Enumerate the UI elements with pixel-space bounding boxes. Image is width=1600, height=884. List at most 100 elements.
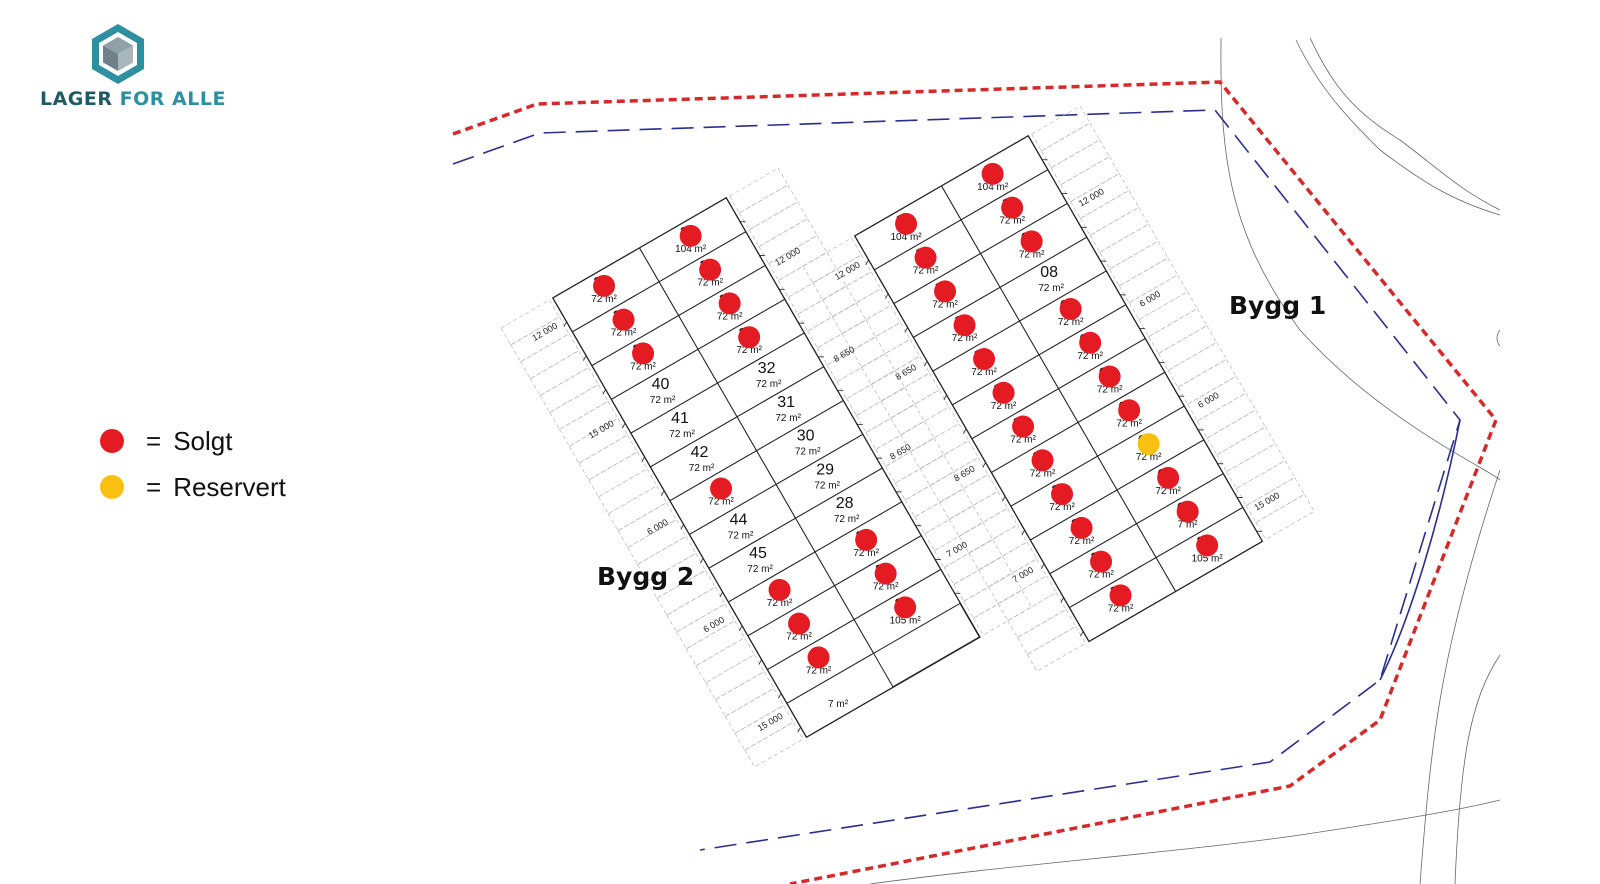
parking-bay <box>738 184 799 231</box>
parking-bay <box>846 370 906 417</box>
door-mark <box>1041 563 1045 569</box>
storage-unit[interactable]: 3572 m² <box>658 231 766 317</box>
unit-area: 72 m² <box>952 333 978 344</box>
parking-bay <box>890 389 950 436</box>
parking-bay <box>744 721 804 768</box>
door-mark <box>622 422 626 429</box>
parking-bay <box>894 454 955 501</box>
unit-area: 72 m² <box>708 497 734 508</box>
storage-unit[interactable]: 0972 m² <box>979 202 1088 289</box>
sold-marker <box>1001 196 1024 219</box>
legend-item-sold: = Solgt <box>100 418 286 464</box>
parking-bay <box>1206 409 1266 456</box>
sold-marker <box>768 578 791 601</box>
storage-unit[interactable]: 3772 m² <box>552 247 660 333</box>
parking-bay <box>510 316 570 363</box>
parking-bay <box>831 288 892 335</box>
storage-unit[interactable]: 4372 m² <box>669 449 777 536</box>
logo-word-alle: ALLE <box>172 88 226 110</box>
unit-area: 105 m² <box>1192 553 1224 564</box>
storage-unit[interactable]: 4772 m² <box>747 585 855 671</box>
legend-label-sold: Solgt <box>173 425 233 456</box>
dimension-label: 8 650 <box>888 442 913 462</box>
parking-bay <box>1017 609 1077 655</box>
storage-unit[interactable]: 1572 m² <box>912 286 1021 372</box>
logo-text: LAGER FOR ALLE <box>40 88 226 110</box>
sold-marker <box>1051 483 1074 506</box>
storage-unit[interactable]: 36104 m² <box>638 197 747 283</box>
parking-bay <box>822 271 882 318</box>
sold-marker <box>1012 415 1035 438</box>
reserved-dot-icon <box>100 475 124 499</box>
storage-unit[interactable]: 3872 m² <box>571 281 680 367</box>
sold-marker <box>632 342 655 365</box>
parking-bay <box>1026 625 1087 672</box>
parking-bay <box>978 541 1038 588</box>
dimension-label: 12 000 <box>530 321 559 343</box>
storage-unit[interactable]: 3972 m² <box>591 314 699 401</box>
storage-unit[interactable]: 25105 m² <box>853 568 961 654</box>
dimension-label: 6 000 <box>1196 390 1221 410</box>
unit-number: 42 <box>691 444 709 461</box>
storage-unit[interactable]: 0672 m² <box>1038 304 1146 390</box>
unit-number: 40 <box>652 376 670 393</box>
parking-bay <box>1255 493 1315 540</box>
storage-unit[interactable]: 0372 m² <box>1096 405 1205 491</box>
sold-marker <box>992 381 1015 404</box>
storage-unit[interactable]: 2272 m² <box>1049 523 1157 609</box>
parking-bay <box>520 333 580 380</box>
parking-grid <box>802 105 1315 672</box>
sold-marker <box>679 224 702 247</box>
storage-unit[interactable]: 24105 m² <box>1155 506 1263 592</box>
unit-area: 72 m² <box>1077 351 1103 362</box>
parking-bay <box>1235 460 1296 506</box>
sold-marker <box>738 326 761 349</box>
storage-unit[interactable]: 1972 m² <box>990 421 1099 507</box>
parking-bay <box>715 671 775 717</box>
dimension-label: 12 000 <box>773 245 802 267</box>
parking-bay <box>880 372 940 419</box>
parking-bay <box>559 400 619 447</box>
parking-bay <box>705 654 765 700</box>
sold-marker <box>718 292 741 315</box>
storage-unit[interactable]: 2372 m² <box>1068 556 1177 642</box>
parking-bay <box>948 490 1009 537</box>
logo <box>38 22 218 122</box>
unit-area: 72 m² <box>1030 468 1056 479</box>
unit-area: 72 m² <box>1136 452 1162 463</box>
door-mark <box>1080 630 1084 637</box>
unit-number: 31 <box>777 394 795 411</box>
unit-area: 72 m² <box>1019 249 1045 260</box>
unit-area: 7 m² <box>828 699 849 710</box>
storage-unit[interactable]: 1372 m² <box>873 219 982 305</box>
sold-marker <box>1059 297 1082 320</box>
parking-bay <box>1050 139 1110 186</box>
parking-bay <box>997 575 1057 622</box>
unit-area: 72 m² <box>1058 317 1084 328</box>
sold-marker <box>1079 331 1102 354</box>
storage-unit[interactable]: 0472 m² <box>1077 371 1185 457</box>
storage-unit[interactable]: 1872 m² <box>971 387 1079 474</box>
storage-unit[interactable]: 0772 m² <box>1018 270 1127 356</box>
storage-unit[interactable]: 2772 m² <box>814 501 922 587</box>
unit-area: 72 m² <box>786 632 812 643</box>
parking-bay <box>933 522 994 568</box>
storage-unit[interactable]: 7 m² <box>786 652 894 738</box>
logo-cube-icon <box>92 24 144 84</box>
parking-bay <box>539 367 599 413</box>
storage-unit[interactable]: 12104 m² <box>854 185 962 271</box>
storage-unit[interactable]: 1772 m² <box>951 354 1060 440</box>
parking-bay <box>1138 291 1198 338</box>
storage-unit[interactable]: 4672 m² <box>727 551 836 637</box>
storage-unit[interactable]: 2672 m² <box>833 535 942 621</box>
parking-bay <box>924 505 984 552</box>
unit-area: 72 m² <box>756 379 782 390</box>
parking-bay <box>851 321 911 368</box>
parking-bay <box>812 254 872 301</box>
storage-unit[interactable]: 4872 m² <box>766 618 875 704</box>
unit-area: 72 m² <box>971 367 997 378</box>
